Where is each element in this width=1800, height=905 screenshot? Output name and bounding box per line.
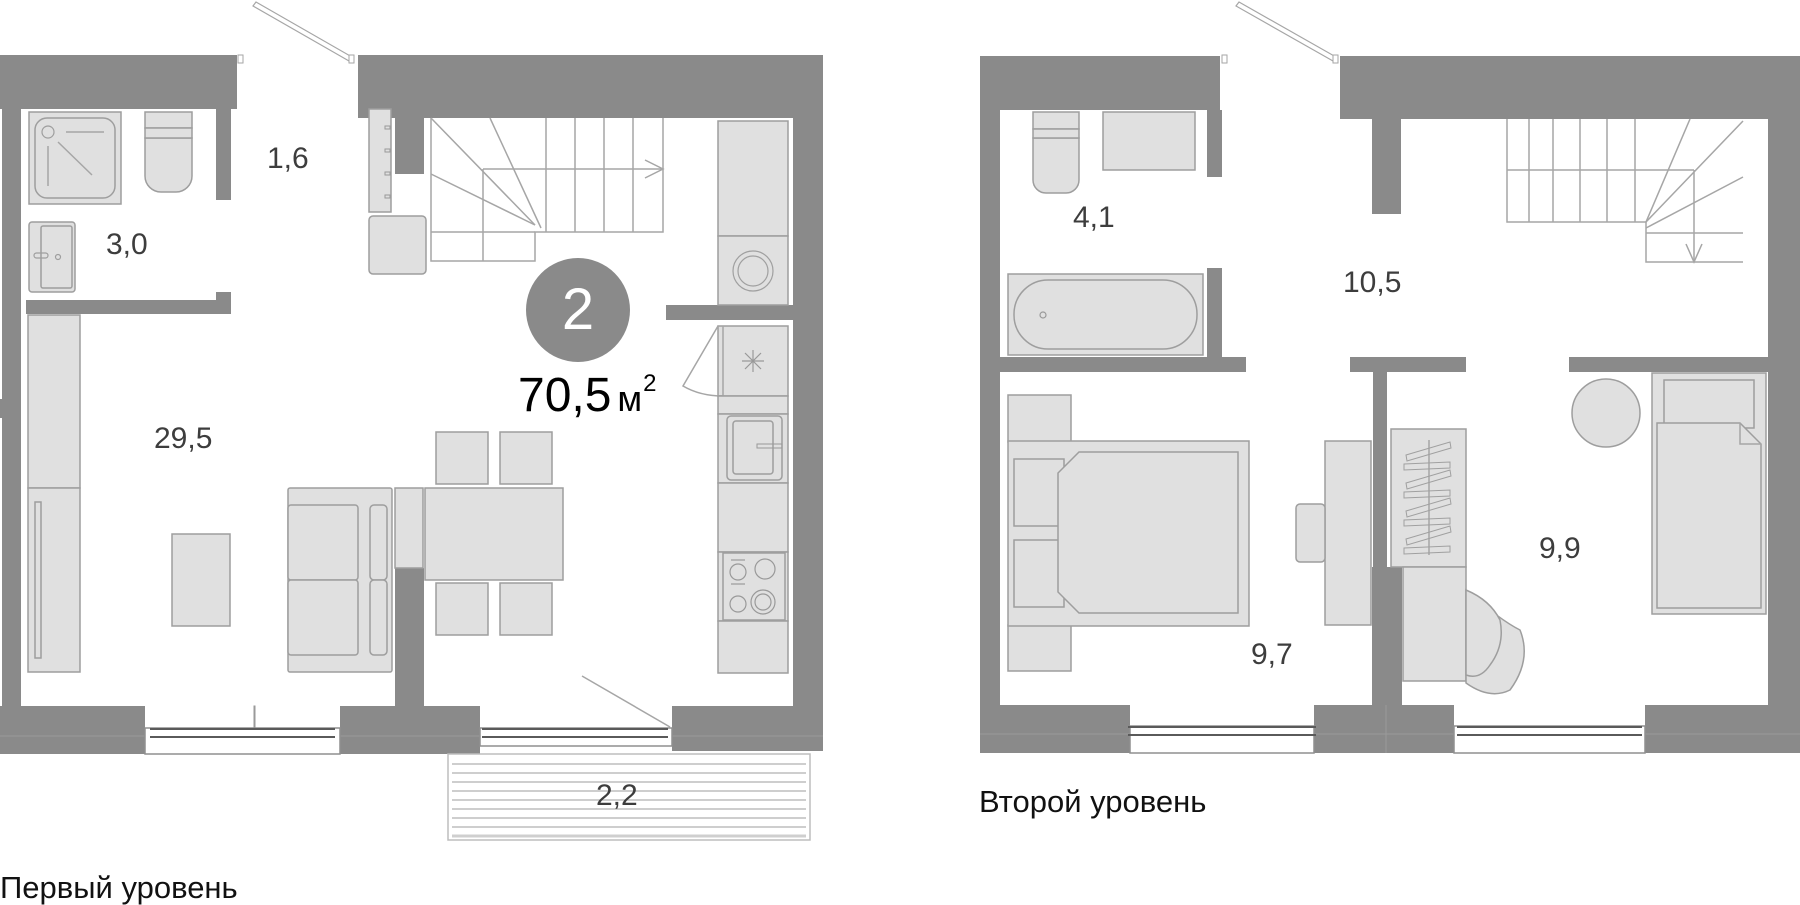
level-label-first: Первый уровень: [0, 870, 238, 905]
total-area-unit: м: [617, 378, 643, 419]
window-bedroom: [1128, 725, 1316, 754]
area-label-bedroom-2: 9,9: [1539, 532, 1581, 565]
area-label-bathroom-1: 3,0: [106, 228, 148, 261]
walls: [0, 55, 823, 755]
entry-hatch-icon: [1221, 1, 1339, 64]
round-table: [1571, 378, 1641, 448]
toilet-icon-2: [1032, 111, 1080, 194]
balcony: [447, 753, 811, 841]
area-label-bathroom-2: 4,1: [1073, 201, 1115, 234]
second-level-plan: [980, 1, 1800, 754]
kitchen-fridge: [717, 120, 789, 306]
kitchen-counter: [681, 325, 789, 674]
staircase-icon: [430, 117, 665, 262]
double-bed-icon: [1007, 394, 1250, 672]
desk-with-chair: [1295, 440, 1372, 626]
ottoman-icon: [368, 215, 427, 275]
rooms-count: 2: [561, 277, 595, 342]
area-label-bedroom-1: 9,7: [1251, 638, 1293, 671]
coat-rack-icon: [368, 108, 392, 213]
single-bed-icon: [1651, 372, 1767, 615]
staircase-icon-2: [1506, 118, 1744, 264]
wardrobe: [27, 314, 81, 673]
sofa-icon: [287, 487, 393, 673]
bookshelf-icon: [1390, 428, 1467, 568]
bathtub-icon: [1007, 273, 1204, 356]
walls-second: [980, 56, 1800, 753]
level-label-second: Второй уровень: [979, 784, 1207, 819]
sink-icon: [28, 221, 76, 293]
toilet-icon: [144, 111, 193, 193]
window-kitchen-door: [479, 675, 673, 747]
desk-and-chair-2: [1402, 566, 1525, 695]
window-bedroom-2: [1453, 725, 1646, 754]
shower-tray-icon: [28, 111, 122, 205]
total-area-unit-power: 2: [643, 370, 657, 397]
dining-table: [394, 431, 564, 636]
area-label-living-kitchen: 29,5: [154, 422, 213, 455]
coffee-table: [171, 533, 231, 627]
area-label-hall-2: 10,5: [1343, 266, 1402, 299]
rooms-count-badge: 2: [526, 258, 630, 362]
area-label-hallway-1: 1,6: [267, 142, 309, 175]
entry-door-icon: [237, 1, 355, 64]
total-area-value: 70,5: [518, 369, 612, 422]
first-level-plan: [0, 1, 823, 841]
window-living: [144, 727, 341, 755]
area-label-balcony: 2,2: [596, 779, 638, 812]
washing-machine: [1102, 111, 1196, 171]
